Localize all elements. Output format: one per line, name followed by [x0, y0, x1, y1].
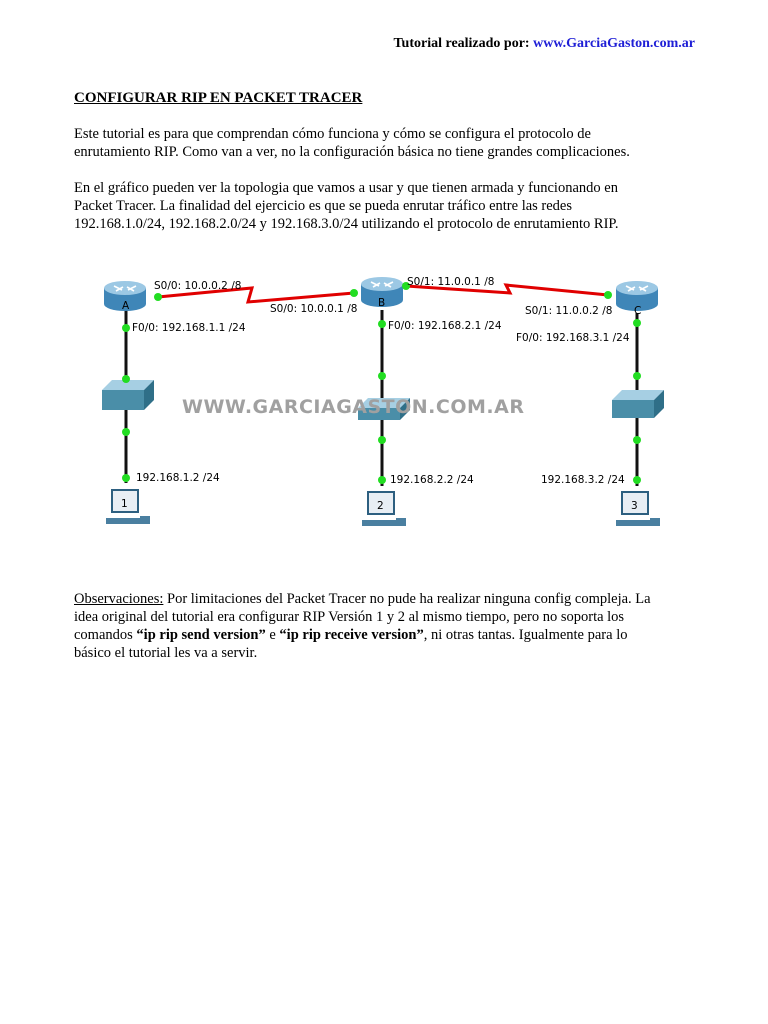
observations-line: básico el tutorial les va a servir.: [74, 645, 258, 661]
observations-text: comandos: [74, 627, 137, 643]
router-c-serial-label: S0/1: 11.0.0.2 /8: [525, 305, 612, 317]
router-b-fa-label: F0/0: 192.168.2.1 /24: [388, 320, 502, 332]
switch-c-icon: [612, 390, 664, 418]
router-c-icon: [616, 281, 658, 311]
router-b-serial-left-label: S0/0: 10.0.0.1 /8: [270, 303, 357, 315]
switch-a-icon: [102, 380, 154, 410]
serial-link-b-c: [405, 283, 609, 297]
observations-text: , ni otras tantas. Igualmente para lo: [423, 627, 628, 643]
pc-1-icon: [106, 489, 150, 524]
router-b-name: B: [378, 297, 385, 309]
router-c-name: C: [634, 305, 641, 317]
observations-paragraph: Observaciones: Por limitaciones del Pack…: [74, 590, 704, 662]
observations-line: comandos “ip rip send version” e “ip rip…: [74, 626, 704, 644]
command-receive-version: “ip rip receive version”: [279, 627, 424, 643]
topology-line: 192.168.1.0/24, 192.168.2.0/24 y 192.168…: [74, 216, 619, 232]
network-topology-diagram: A B C: [92, 268, 680, 536]
port-indicators: [122, 282, 641, 484]
intro-paragraph: Este tutorial es para que comprendan cóm…: [74, 125, 704, 161]
pc-2-ip-label: 192.168.2.2 /24: [390, 474, 474, 486]
router-a-serial-label: S0/0: 10.0.0.2 /8: [154, 280, 241, 292]
router-b-icon: [361, 277, 403, 307]
header-credit: Tutorial realizado por: www.GarciaGaston…: [393, 36, 695, 52]
observations-text: e: [265, 627, 280, 643]
page-title: CONFIGURAR RIP EN PACKET TRACER: [74, 90, 363, 106]
pc-3-ip-label: 192.168.3.2 /24: [541, 474, 625, 486]
router-a-icon: [104, 281, 146, 311]
pc-3-name: 3: [631, 500, 638, 512]
observations-text: Por limitaciones del Packet Tracer no pu…: [163, 591, 651, 607]
topology-paragraph: En el gráfico pueden ver la topologia qu…: [74, 179, 704, 233]
pc-1-ip-label: 192.168.1.2 /24: [136, 472, 220, 484]
serial-link-a-b: [157, 286, 355, 304]
switch-b-icon: [358, 398, 410, 420]
command-send-version: “ip rip send version”: [136, 627, 266, 643]
header-prefix: Tutorial realizado por:: [393, 36, 530, 51]
observations-label: Observaciones:: [74, 591, 164, 607]
pc-2-name: 2: [377, 500, 384, 512]
pc-1-name: 1: [121, 498, 128, 510]
header-website-link[interactable]: www.GarciaGaston.com.ar: [533, 36, 695, 51]
pc-3-icon: [616, 491, 660, 526]
router-a-name: A: [122, 300, 130, 312]
pc-2-icon: [362, 491, 406, 526]
intro-line: Este tutorial es para que comprendan cóm…: [74, 126, 591, 142]
watermark-text: WWW.GARCIAGASTON.COM.AR: [182, 396, 524, 418]
topology-line: En el gráfico pueden ver la topologia qu…: [74, 180, 618, 196]
router-c-fa-label: F0/0: 192.168.3.1 /24: [516, 332, 630, 344]
topology-line: Packet Tracer. La finalidad del ejercici…: [74, 198, 573, 214]
router-a-fa-label: F0/0: 192.168.1.1 /24: [132, 322, 246, 334]
router-b-serial-right-label: S0/1: 11.0.0.1 /8: [407, 276, 494, 288]
observations-line: Observaciones: Por limitaciones del Pack…: [74, 590, 704, 608]
observations-line: idea original del tutorial era configura…: [74, 609, 625, 625]
intro-line: enrutamiento RIP. Como van a ver, no la …: [74, 144, 630, 160]
topology-svg: A B C: [102, 276, 664, 526]
